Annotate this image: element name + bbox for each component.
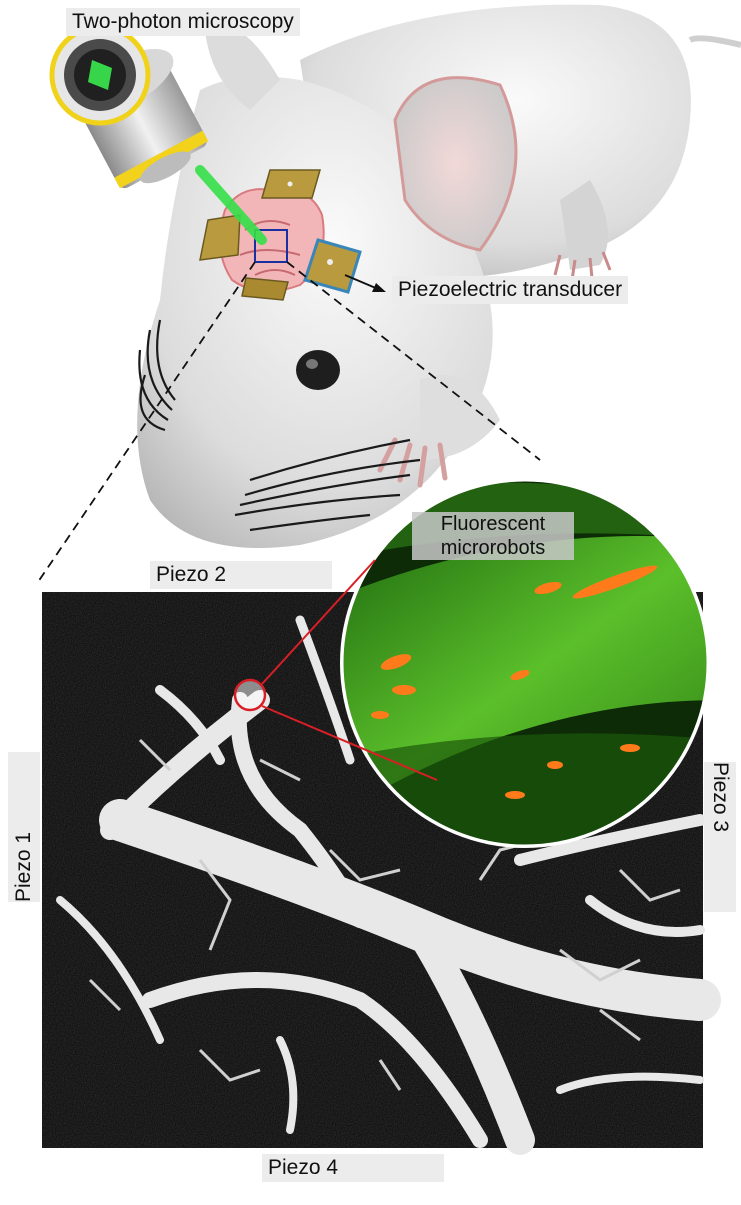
mouse-ear-left <box>205 25 280 110</box>
mouse-front-leg <box>420 375 500 460</box>
objective-green-glow <box>88 60 112 90</box>
mouse-ear-right <box>393 76 518 252</box>
transducer-label: Piezoelectric transducer <box>392 276 629 304</box>
mouse-tail <box>688 35 741 48</box>
callout-line-top <box>261 559 376 685</box>
zoom-dashed-line-right <box>286 261 541 461</box>
fluorescent-label: Fluorescent microrobots <box>412 512 574 560</box>
piezo-chip-left <box>199 214 241 261</box>
fluorescent-microrobots <box>371 565 658 799</box>
piezo-chips <box>199 169 362 301</box>
piezo2-label: Piezo 2 <box>150 561 332 589</box>
mouse-eye-highlight <box>306 359 318 369</box>
mouse-rear-leg <box>560 180 608 270</box>
piezo3-label: Piezo 3 <box>704 762 736 912</box>
piezo1-label: Piezo 1 <box>8 752 40 902</box>
piezo4-label: Piezo 4 <box>262 1154 444 1182</box>
transducer-arrow <box>344 274 379 290</box>
microscope-objective-icon <box>49 24 267 245</box>
callout-line-bottom <box>261 705 438 781</box>
zoom-dashed-line-left <box>37 261 256 583</box>
mouse-whiskers <box>138 319 421 532</box>
mouse-rear-paw <box>553 251 612 281</box>
microrobot-callout-circle <box>233 678 267 712</box>
capillaries <box>88 738 681 1091</box>
imaging-region-box <box>254 229 288 263</box>
mouse-eye <box>296 350 340 390</box>
laser-beam <box>195 165 267 245</box>
microscope-label: Two-photon microscopy <box>66 8 300 36</box>
piezo-chip-bottom <box>241 277 289 301</box>
piezo-chip-right <box>303 238 362 294</box>
